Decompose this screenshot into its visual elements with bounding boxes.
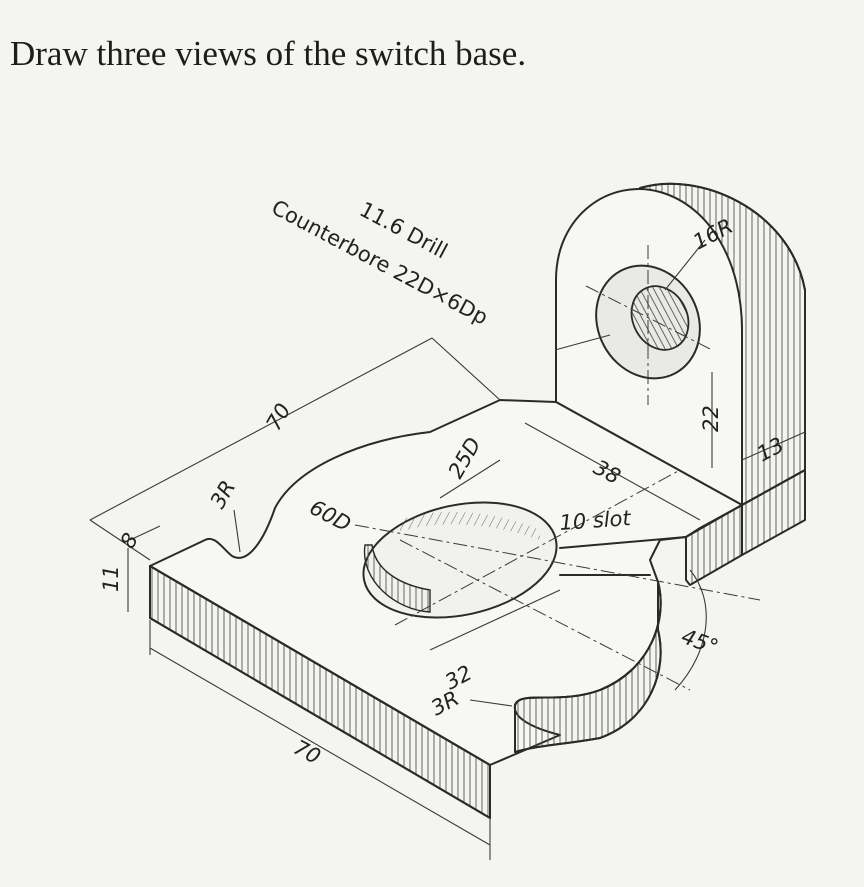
plate-thickness-label: 11 <box>99 565 123 592</box>
upright-boss <box>555 182 806 556</box>
bottom-length-label: 70 <box>290 735 325 769</box>
boss-height-label: 22 <box>699 405 723 432</box>
plate-width-label: 8 <box>116 529 143 553</box>
angle-label: 45° <box>678 624 721 659</box>
problem-statement: Draw three views of the switch base. <box>10 34 527 73</box>
large-hole-wall <box>363 544 431 613</box>
slot-label: 10 slot <box>559 506 633 535</box>
base-plate <box>149 399 761 819</box>
slot-face <box>685 504 743 586</box>
drill-hole <box>630 285 690 351</box>
dimensions <box>89 239 806 860</box>
top-length-label: 70 <box>262 399 296 434</box>
top-radius-label: 3R <box>206 476 241 512</box>
